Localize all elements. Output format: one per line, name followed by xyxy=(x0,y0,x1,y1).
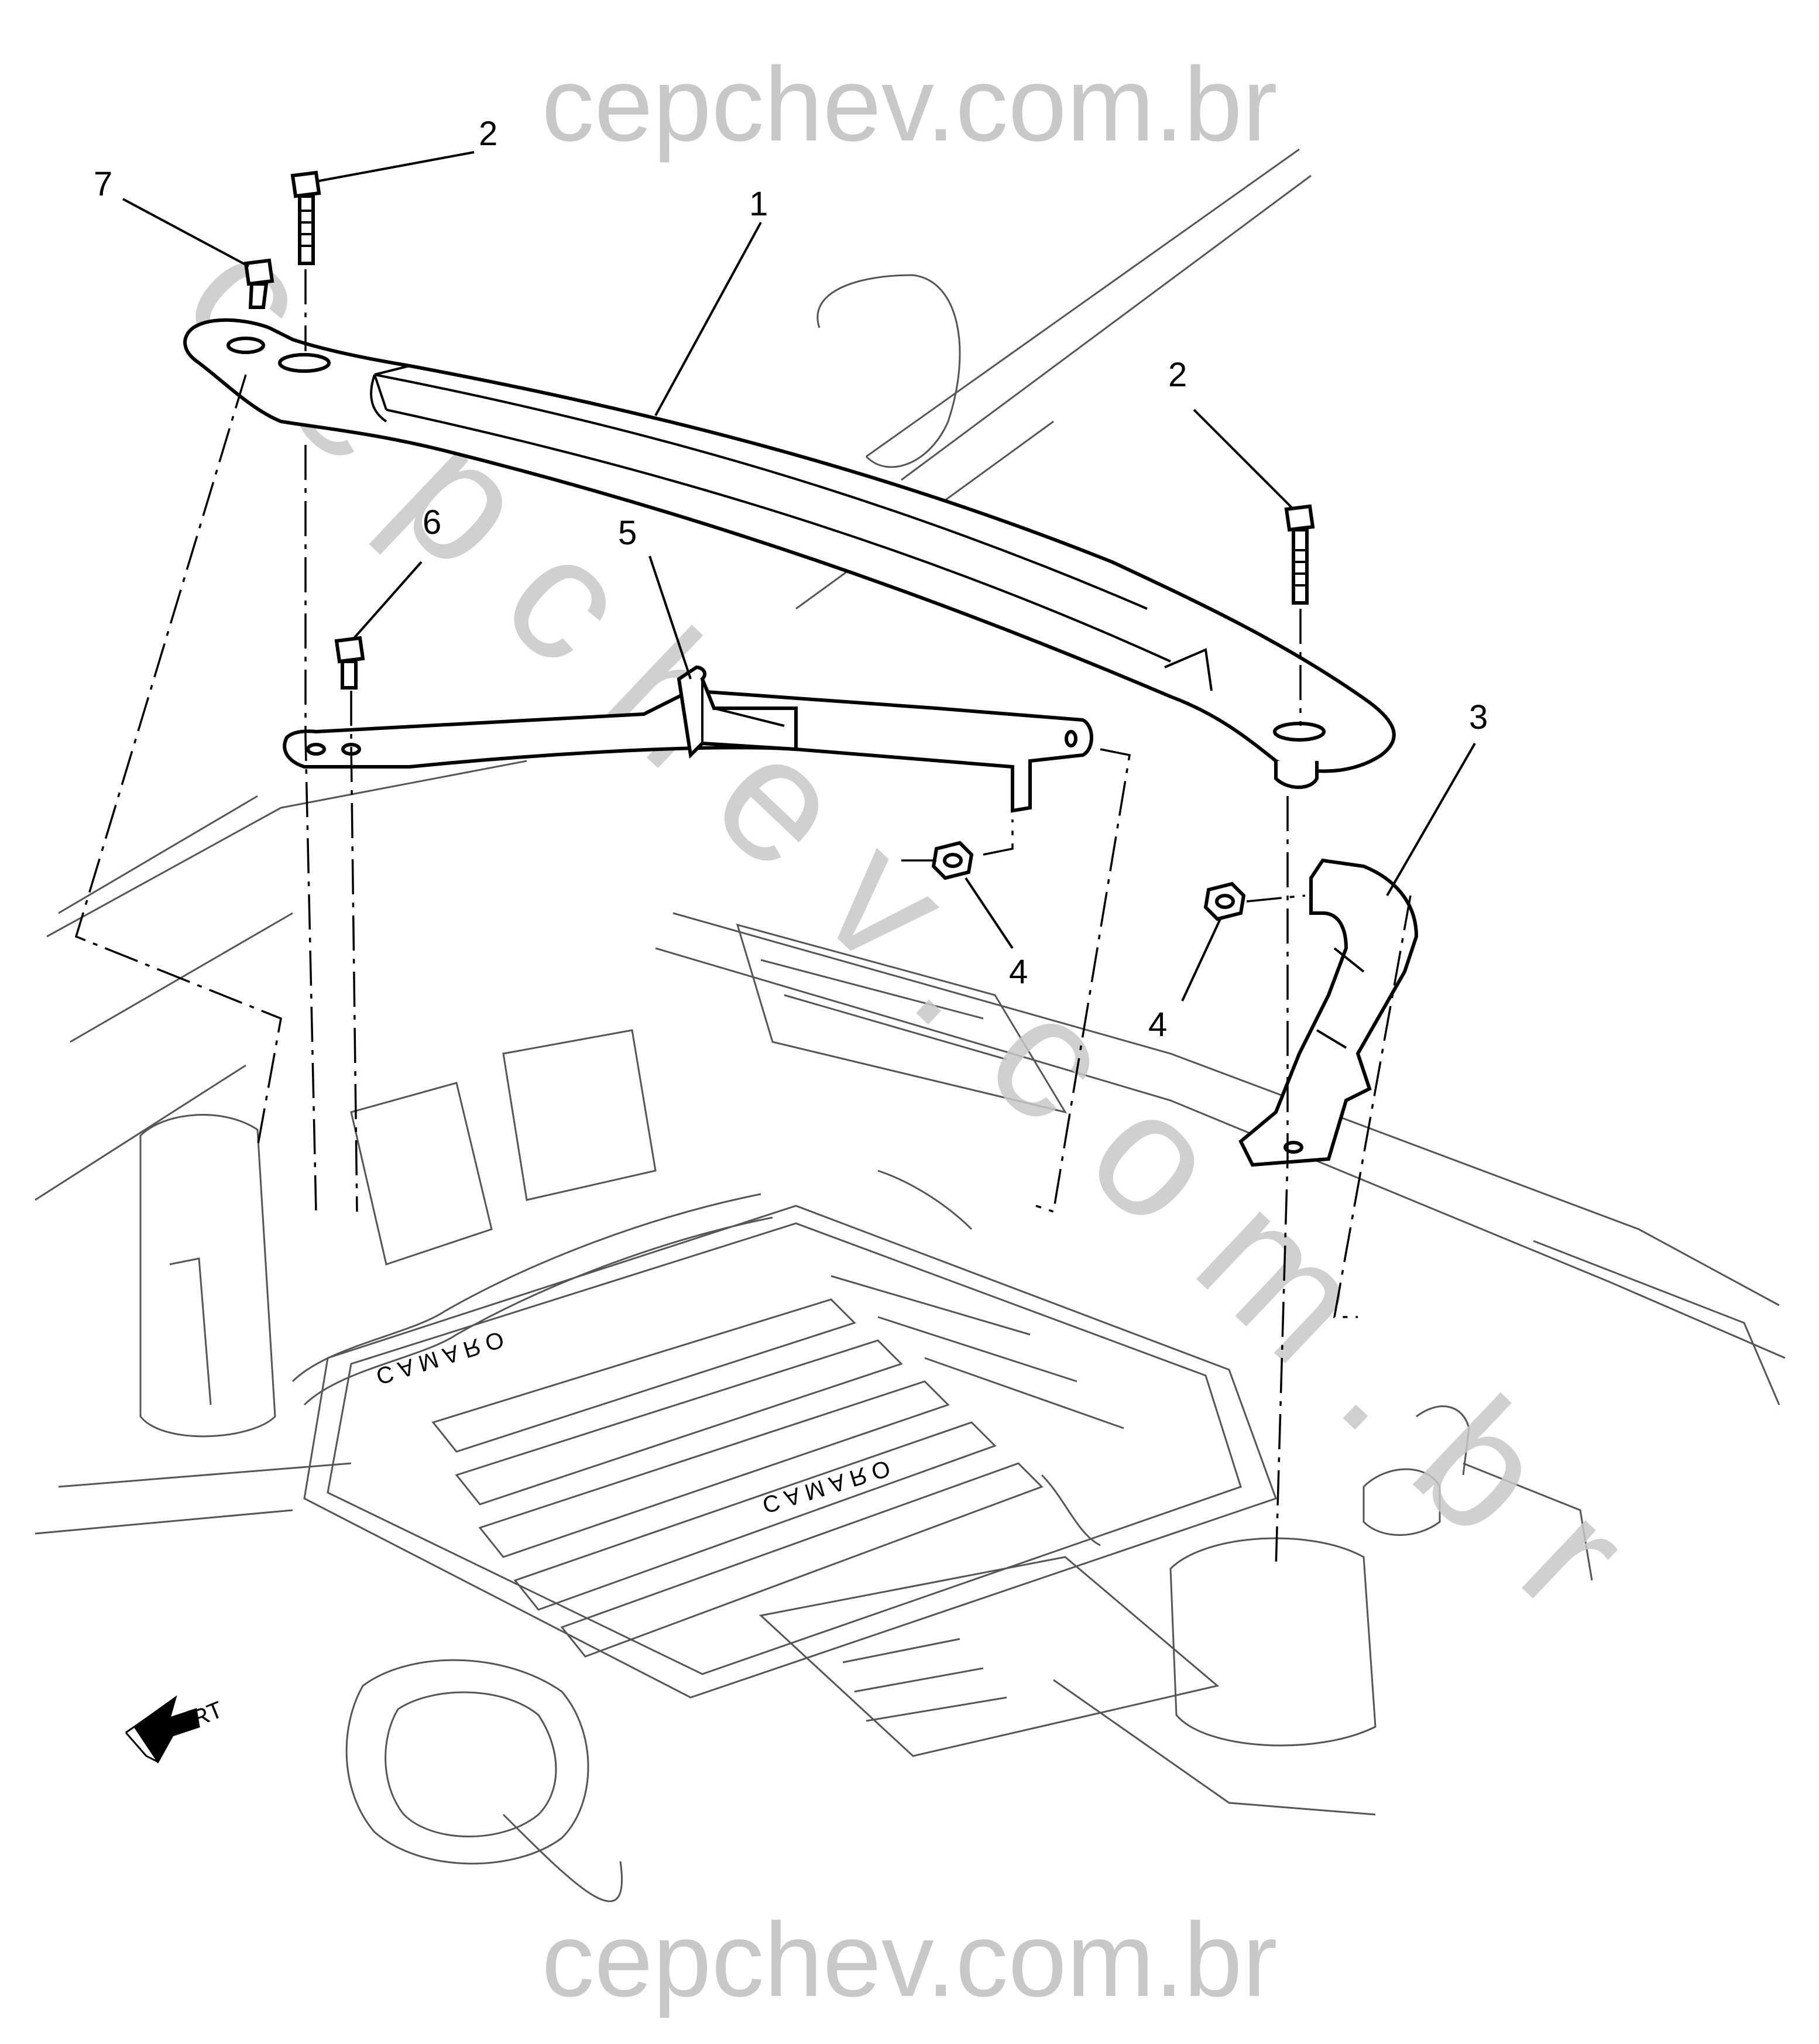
callout-nut-left: 4 xyxy=(1009,953,1028,991)
front-direction-indicator: FRT xyxy=(125,1695,226,1764)
bolt-right xyxy=(1284,504,1315,605)
callout-bracket-left: 5 xyxy=(618,514,637,552)
callout-leaders xyxy=(122,151,1476,1002)
callout-bolt-bracket: 6 xyxy=(423,503,441,541)
callout-nut-right: 4 xyxy=(1148,1006,1167,1044)
strut-tower-brace xyxy=(183,318,1396,789)
front-arrow-icon xyxy=(133,1695,200,1764)
bolt-bracket xyxy=(334,636,365,690)
assembly-lines xyxy=(74,269,1412,1569)
vehicle-outline xyxy=(35,148,1786,1902)
left-bracket xyxy=(283,665,1093,813)
callout-bolt-small: 7 xyxy=(94,165,112,203)
callout-strut-bar: 1 xyxy=(749,185,768,223)
watermark-bottom: cepchev.com.br xyxy=(541,1901,1277,2019)
fasteners xyxy=(243,170,1315,921)
front-arrow-label: FRT xyxy=(175,1697,226,1738)
engine-cover: CAMARO CAMARO xyxy=(303,1205,1277,1757)
nut-left xyxy=(931,841,974,880)
callout-bolt-right: 2 xyxy=(1168,356,1187,394)
bolt-small xyxy=(243,258,274,309)
nut-right xyxy=(1203,882,1246,921)
callout-bolt-left: 2 xyxy=(479,115,497,153)
bolt-left xyxy=(290,170,321,265)
cover-ribs xyxy=(431,1275,1124,1658)
watermark-top: cepchev.com.br xyxy=(541,46,1277,163)
callout-bracket-right: 3 xyxy=(1469,698,1488,736)
